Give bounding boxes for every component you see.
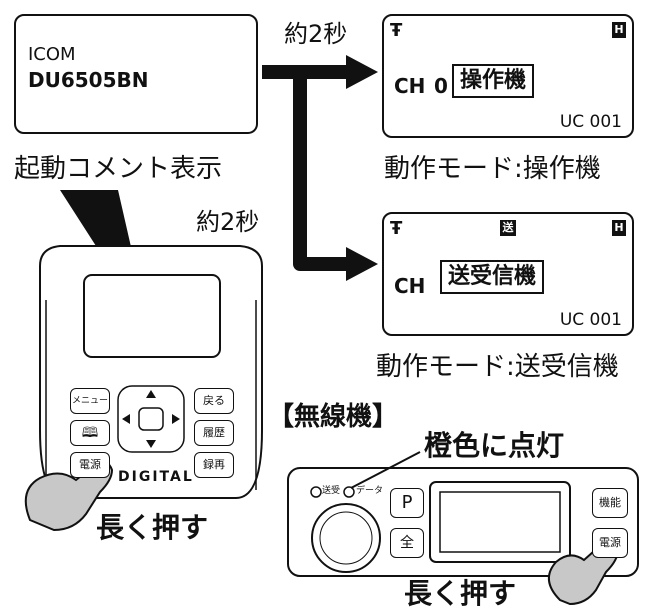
- menu-key[interactable]: メニュー: [70, 388, 110, 414]
- volume-knob: [311, 503, 381, 573]
- startup-display: ICOM DU6505BN: [14, 14, 258, 134]
- func-key[interactable]: 機能: [592, 488, 628, 518]
- tx-badge: 送: [500, 220, 516, 236]
- led-label-data: データ: [356, 486, 384, 496]
- arrow-top-head: [346, 55, 378, 89]
- startup-line2: DU6505BN: [28, 68, 149, 92]
- screen-transceiver: Ŧ 送 H CH 送受信機 UC 001: [382, 212, 634, 336]
- led-tx: [310, 486, 322, 498]
- p-key[interactable]: P: [390, 488, 424, 518]
- transceiver-caption: 動作モード:送受信機: [376, 352, 619, 382]
- mode-label: 操作機: [452, 64, 535, 99]
- startup-line1: ICOM: [28, 44, 76, 65]
- startup-caption: 起動コメント表示: [14, 154, 223, 184]
- ch-digit: 0: [434, 74, 448, 98]
- record-key[interactable]: 録再: [194, 452, 234, 478]
- operator-caption: 動作モード:操作機: [384, 154, 601, 184]
- handset-caption: 長く押す: [96, 511, 209, 544]
- screen-operator: Ŧ H CH 0 操作機 UC 001: [382, 14, 634, 138]
- history-key[interactable]: 履歴: [194, 420, 234, 446]
- antenna-icon: Ŧ: [390, 20, 403, 41]
- book-key[interactable]: 🕮: [70, 420, 110, 446]
- digital-logo: DIGITAL: [118, 469, 194, 485]
- screen-footer: UC 001: [559, 112, 622, 132]
- handset-screen: [83, 274, 221, 358]
- arrow-top-label: 約2秒: [284, 20, 348, 48]
- screen-footer: UC 001: [559, 310, 622, 330]
- led-data: [343, 486, 355, 498]
- back-key[interactable]: 戻る: [194, 388, 234, 414]
- power-high-icon: H: [612, 22, 626, 38]
- ch-label: CH: [394, 74, 426, 98]
- mode-label: 送受信機: [440, 260, 545, 295]
- radio-title: 【無線機】: [268, 402, 399, 432]
- led-label-tx: 送受: [322, 486, 341, 496]
- radio-caption: 長く押す: [404, 577, 517, 610]
- arrow-mid-head: [346, 247, 378, 281]
- led-callout: 橙色に点灯: [424, 429, 565, 462]
- antenna-icon: Ŧ: [390, 218, 403, 239]
- all-key[interactable]: 全: [390, 528, 424, 558]
- radio-power-key[interactable]: 電源: [592, 528, 628, 558]
- ch-label: CH: [394, 274, 426, 298]
- power-high-icon: H: [612, 220, 626, 236]
- power-key[interactable]: 電源: [70, 452, 110, 478]
- arrow-mid-label: 約2秒: [196, 208, 260, 236]
- arrow-connector: [262, 65, 348, 271]
